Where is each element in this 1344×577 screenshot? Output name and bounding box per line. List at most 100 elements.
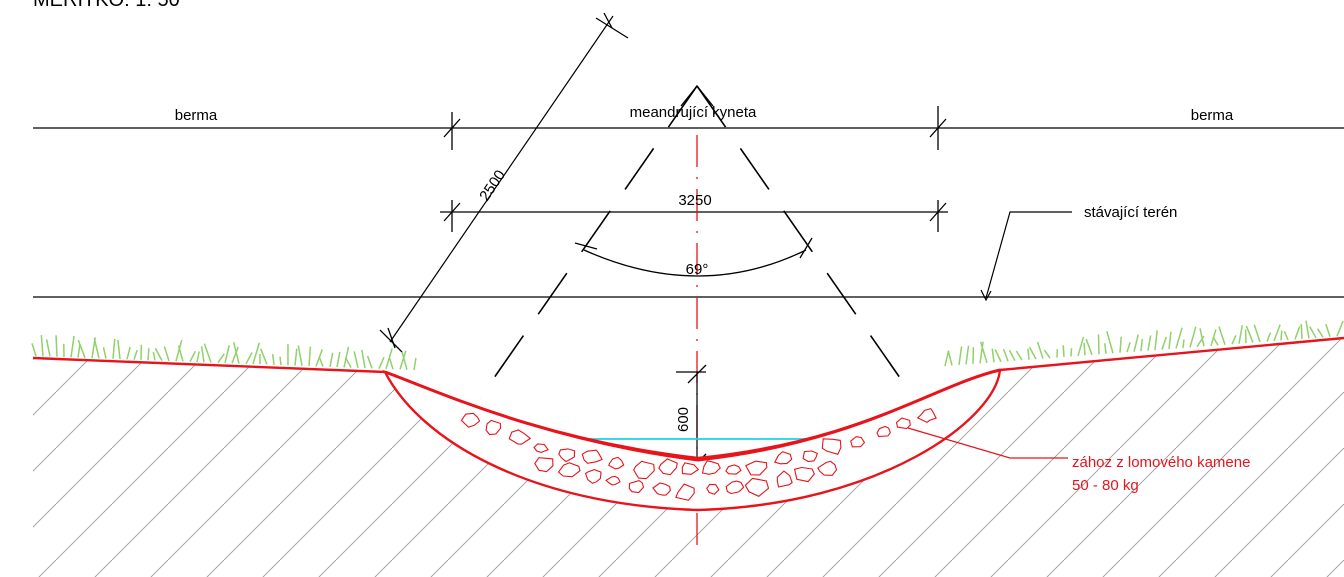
grass-blade [175, 339, 183, 362]
angle-arc [583, 249, 807, 277]
grass-blade [45, 339, 51, 357]
grass-blade [994, 349, 1002, 363]
grass-blade [1182, 339, 1185, 349]
grass-blade [294, 348, 298, 366]
stone [895, 417, 911, 430]
label-kyneta: meandrující kyneta [630, 104, 757, 121]
grass-blade [70, 335, 75, 358]
grass-blade [308, 346, 312, 367]
terrain-leader-arrow [980, 289, 992, 302]
grass-blade [1336, 320, 1344, 337]
stone [675, 483, 695, 501]
grass-blade [1189, 326, 1197, 348]
grass-blade [1161, 336, 1168, 350]
grass-blade [388, 357, 394, 370]
slant-dimension-ticks [379, 12, 629, 353]
stone [633, 460, 655, 480]
stone [557, 462, 581, 478]
grass-blade [1218, 326, 1226, 345]
grass-blade [117, 339, 121, 360]
grass-blade [1168, 331, 1172, 350]
grass-blade [102, 347, 107, 359]
grass-blade [93, 338, 100, 359]
grass-blade [1294, 326, 1301, 340]
grass-blade [1008, 349, 1016, 362]
grass-blade [399, 350, 407, 370]
grass-blade [1140, 339, 1144, 352]
grass-blade [245, 352, 253, 365]
stone [725, 464, 742, 475]
grass-blade [1154, 330, 1158, 351]
grass-blade [31, 343, 37, 357]
grass-blade [1305, 320, 1310, 339]
grass-blade [1231, 335, 1237, 345]
stone [533, 443, 549, 453]
label-berma-left: berma [175, 107, 218, 124]
stone [534, 457, 554, 473]
grass-blade [1027, 348, 1030, 360]
dimension-ticks [443, 106, 947, 232]
grass-blade [1126, 342, 1131, 353]
grass-blade [260, 348, 268, 365]
grass-blade [271, 354, 275, 365]
stone [745, 460, 768, 476]
stone [773, 451, 793, 465]
grass-blade [1015, 350, 1023, 361]
grass-blade [965, 345, 970, 365]
grass-blade [40, 335, 44, 357]
grass-blade [318, 357, 324, 367]
grass-blade [232, 341, 240, 364]
grass-blade [1283, 330, 1289, 341]
grass-blade [1119, 336, 1122, 353]
grass-blade [315, 349, 323, 367]
grass-blade [154, 347, 163, 362]
cone-apex [680, 84, 714, 107]
grass-blade [196, 351, 200, 363]
stone [681, 462, 700, 475]
stone [817, 460, 838, 476]
grass-blade [1085, 338, 1093, 356]
grass-blade [361, 349, 366, 369]
grass-blade [1028, 346, 1037, 360]
stone [460, 412, 481, 428]
grass-blade [366, 355, 373, 369]
grass-blade [947, 350, 953, 366]
grass-blade [152, 351, 156, 361]
grass-blade [991, 348, 995, 363]
grass-blade [944, 350, 950, 367]
grass-blade [353, 351, 359, 369]
grass-blade [401, 351, 408, 370]
grass-blade [329, 352, 334, 367]
grass-blade [1199, 328, 1205, 347]
grass-blade [203, 343, 212, 363]
stone [725, 480, 745, 495]
grass-blade [200, 346, 205, 363]
stone [558, 448, 576, 463]
stone [508, 429, 532, 445]
grass-blade [979, 341, 984, 364]
grass-blade [336, 351, 341, 368]
dim-width: 3250 [678, 192, 711, 209]
stone [628, 479, 645, 494]
label-existing-terrain: stávající terén [1084, 204, 1177, 221]
grass-blade [1062, 345, 1065, 358]
grass-blade [1280, 330, 1283, 341]
label-fill-line2: 50 - 80 kg [1072, 477, 1139, 494]
grass-blade [177, 345, 184, 362]
grass-blade [217, 353, 225, 364]
stone [876, 425, 892, 438]
grass-blade [189, 350, 197, 363]
grass-blade [1106, 331, 1114, 354]
grass-blade [1196, 335, 1205, 348]
grass-blade [413, 357, 417, 371]
grass [31, 320, 1344, 371]
stone [793, 466, 816, 483]
dim-depth: 600 [675, 407, 692, 432]
stone [584, 469, 602, 484]
angle-arc-tick-left [574, 242, 598, 250]
grass-blade [1300, 324, 1303, 339]
grass-blade [231, 346, 239, 364]
stone [706, 483, 720, 495]
stone [485, 419, 502, 436]
